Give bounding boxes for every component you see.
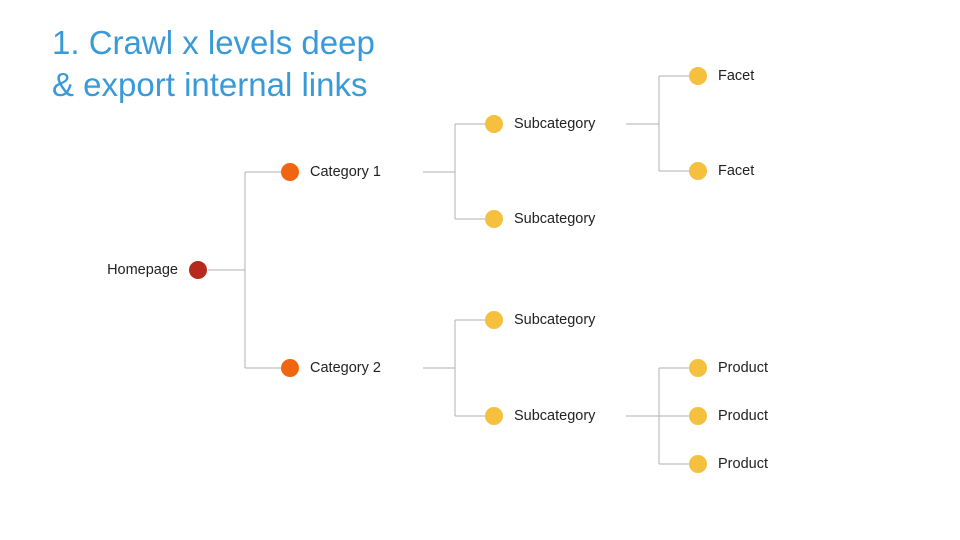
category-2-node bbox=[281, 359, 299, 377]
facet-1-label: Facet bbox=[718, 68, 754, 84]
slide-title: 1. Crawl x levels deep & export internal… bbox=[52, 22, 375, 106]
facet-2-node bbox=[689, 162, 707, 180]
subcategory-2a-node bbox=[485, 311, 503, 329]
category-2-label: Category 2 bbox=[310, 360, 381, 376]
slide-title-line-1: 1. Crawl x levels deep bbox=[52, 24, 375, 61]
subcategory-2a-label: Subcategory bbox=[514, 312, 596, 328]
product-2-label: Product bbox=[718, 408, 768, 424]
slide-title-line-2: & export internal links bbox=[52, 66, 368, 103]
subcategory-2b-node bbox=[485, 407, 503, 425]
homepage-label: Homepage bbox=[107, 262, 178, 278]
product-3-node bbox=[689, 455, 707, 473]
facet-1-node bbox=[689, 67, 707, 85]
product-3-label: Product bbox=[718, 456, 768, 472]
facet-2-label: Facet bbox=[718, 163, 754, 179]
subcategory-1a-label: Subcategory bbox=[514, 116, 596, 132]
subcategory-2b-label: Subcategory bbox=[514, 408, 596, 424]
subcategory-1a-node bbox=[485, 115, 503, 133]
homepage-node bbox=[189, 261, 207, 279]
product-1-label: Product bbox=[718, 360, 768, 376]
subcategory-1b-label: Subcategory bbox=[514, 211, 596, 227]
product-2-node bbox=[689, 407, 707, 425]
subcategory-1b-node bbox=[485, 210, 503, 228]
category-1-label: Category 1 bbox=[310, 164, 381, 180]
product-1-node bbox=[689, 359, 707, 377]
connector-lines bbox=[208, 75, 689, 465]
category-1-node bbox=[281, 163, 299, 181]
